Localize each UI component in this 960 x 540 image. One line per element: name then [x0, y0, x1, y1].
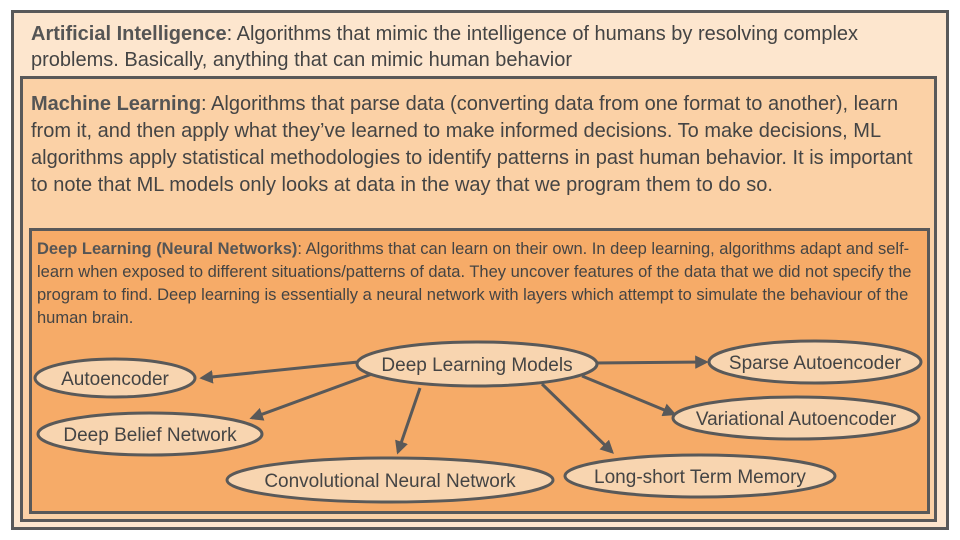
- ai-title: Artificial Intelligence: [31, 23, 227, 45]
- edge-to-variational: [581, 374, 677, 417]
- ml-title: Machine Learning: [31, 93, 202, 115]
- ai-description: Artificial Intelligence: Algorithms that…: [31, 21, 921, 73]
- node-autoencoder: Autoencoder: [33, 357, 197, 399]
- ml-desc: : Algorithms that parse data (converting…: [31, 93, 913, 196]
- node-autoencoder-label: Autoencoder: [61, 369, 169, 390]
- node-deep-learning-models: Deep Learning Models: [355, 340, 599, 388]
- node-convolutional-neural-network-label: Convolutional Neural Network: [264, 471, 516, 492]
- node-convolutional-neural-network: Convolutional Neural Network: [225, 456, 555, 504]
- edge-to-sparse: [593, 355, 709, 369]
- edge-to-cnn: [395, 387, 422, 455]
- dl-desc: : Algorithms that can learn on their own…: [37, 240, 912, 327]
- edge-to-autoencoder: [199, 360, 359, 384]
- node-long-short-term-memory: Long-short Term Memory: [563, 453, 837, 499]
- ai-desc: : Algorithms that mimic the intelligence…: [31, 23, 859, 71]
- edge-to-lstm: [540, 382, 614, 454]
- node-deep-learning-models-label: Deep Learning Models: [381, 355, 572, 376]
- node-variational-autoencoder: Variational Autoencoder: [671, 395, 921, 441]
- node-sparse-autoencoder-label: Sparse Autoencoder: [729, 353, 902, 374]
- node-variational-autoencoder-label: Variational Autoencoder: [696, 409, 897, 430]
- node-deep-belief-network-label: Deep Belief Network: [63, 425, 237, 446]
- node-sparse-autoencoder: Sparse Autoencoder: [707, 339, 923, 385]
- dl-title: Deep Learning (Neural Networks): [37, 240, 298, 258]
- node-deep-belief-network: Deep Belief Network: [36, 411, 264, 457]
- node-long-short-term-memory-label: Long-short Term Memory: [594, 467, 806, 488]
- ml-description: Machine Learning: Algorithms that parse …: [31, 91, 926, 199]
- dl-description: Deep Learning (Neural Networks): Algorit…: [37, 238, 925, 330]
- edge-to-deep-belief: [249, 372, 373, 421]
